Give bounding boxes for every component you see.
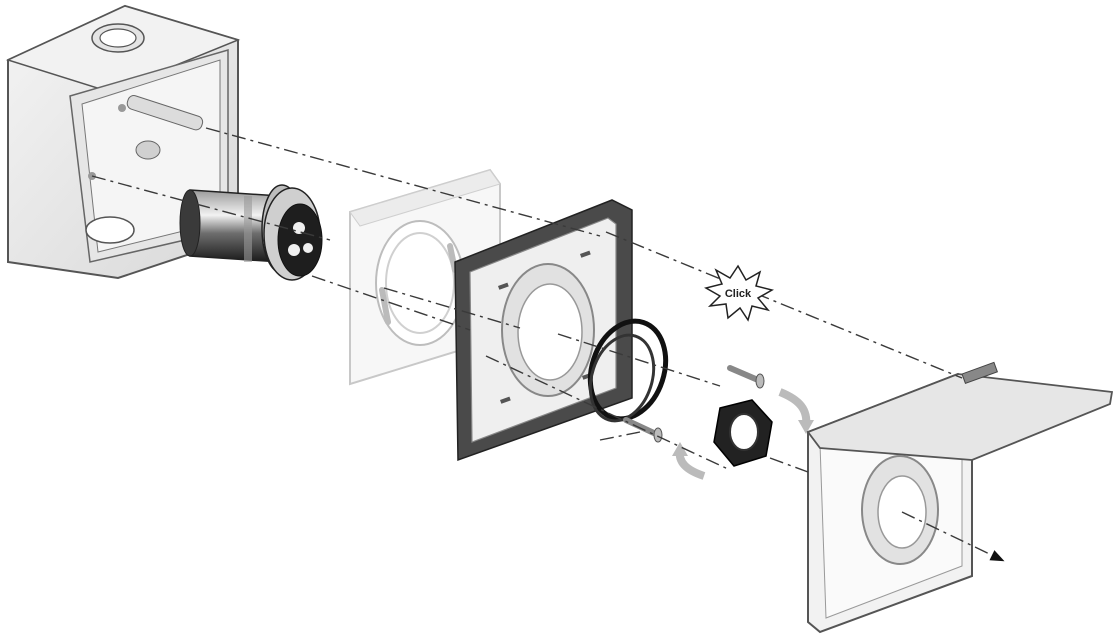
click-callout: Click <box>704 264 774 322</box>
o-ring-seal <box>587 318 669 423</box>
screws <box>623 365 765 443</box>
alignment-lines <box>91 127 1005 562</box>
click-label: Click <box>725 288 752 300</box>
socket-insert <box>179 184 323 281</box>
screw-icon <box>623 417 663 443</box>
rotation-arrow-clockwise <box>778 388 814 434</box>
hinged-cover <box>806 361 1114 634</box>
screw-icon <box>727 365 765 389</box>
starburst-icon <box>704 264 774 322</box>
hex-nut <box>713 399 773 467</box>
grey-mounting-plate <box>454 199 633 462</box>
rotation-arrow-counterclockwise <box>672 442 706 480</box>
